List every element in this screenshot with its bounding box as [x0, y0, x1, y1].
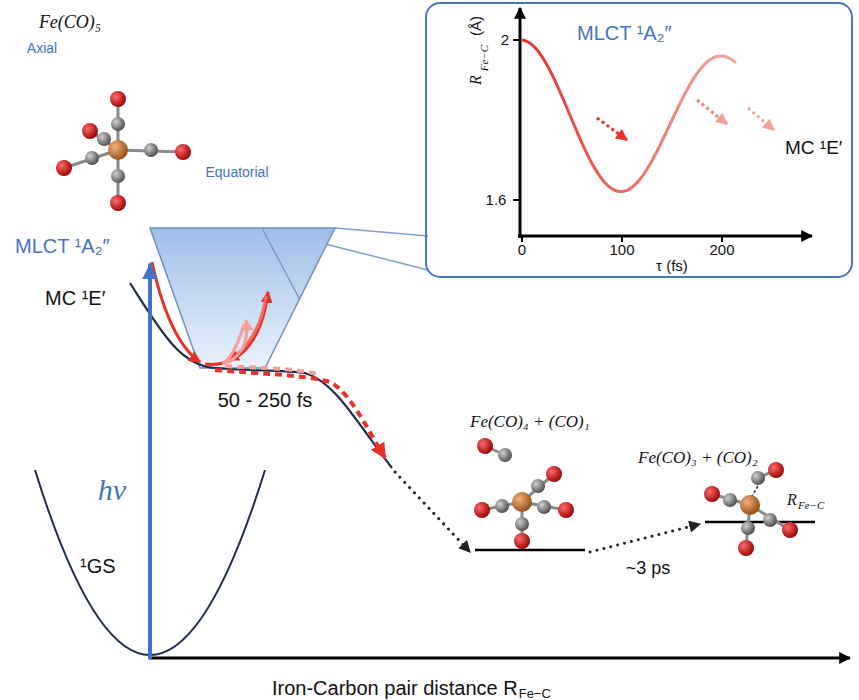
state-label: Fe(CO)₃ + (CO)₂ [638, 448, 758, 468]
axis-unit: (Å) [467, 16, 484, 36]
carbon-atom [498, 448, 512, 462]
iron-atom [512, 492, 532, 512]
carbon-atom [751, 471, 765, 485]
transition-label: ~3 ps [624, 558, 673, 579]
dissociation-path [215, 370, 385, 458]
transition-arrow [590, 524, 700, 552]
axis-direction-label: Axial [27, 40, 57, 56]
oxygen-atom [738, 540, 754, 556]
trajectory [205, 292, 268, 364]
oxygen-atom [110, 195, 126, 211]
carbon-atom [111, 117, 125, 131]
carbon-atom [144, 143, 158, 157]
distance-axis [150, 657, 850, 660]
inset-y-axis [519, 8, 522, 238]
iron-atom [740, 495, 760, 515]
state-label: MC ¹E′ [785, 137, 842, 159]
zoom-line [335, 228, 428, 236]
mc-state: MC ¹E′ [40, 285, 395, 472]
product-level: Fe(CO)₃ + (CO)₂ [700, 448, 820, 524]
carbon-atom [515, 517, 529, 531]
carbon-atom [111, 169, 125, 183]
mlct-state: MLCT ¹A₂″ [150, 265, 335, 370]
tick-label: 100 [609, 241, 634, 258]
iron-atom [108, 140, 128, 160]
carbon-atom [97, 132, 111, 146]
tick-marks [513, 40, 722, 242]
carbon-atom [763, 513, 777, 527]
inset-panel: MLCT ¹A₂″ MC ¹E′ [425, 2, 853, 278]
distance-subscript: Fe−C [798, 499, 824, 512]
state-label: Fe(CO)₄ + (CO)₁ [470, 412, 590, 432]
oxygen-atom [110, 91, 126, 107]
transition-label: hν [96, 473, 128, 508]
carbon-atom [531, 479, 545, 493]
axis-subscript: Fe−C [519, 687, 551, 700]
crossing-arrow [597, 118, 627, 140]
axis-title: R [467, 75, 485, 85]
axis-title: τ (fs) [656, 257, 688, 274]
state-label: MLCT ¹A₂″ [15, 235, 109, 258]
distance-symbol: R [787, 491, 797, 509]
state-label: ¹GS [80, 555, 116, 578]
trajectory [152, 262, 200, 362]
oxygen-atom [514, 533, 530, 549]
oxygen-atom [558, 502, 574, 518]
oxygen-atom [477, 438, 493, 454]
trajectory [225, 324, 244, 362]
oxygen-atom [56, 160, 72, 176]
state-label: MLCT ¹A₂″ [577, 22, 671, 45]
time-label: 50 - 250 fs [218, 389, 313, 412]
oxygen-atom [768, 462, 784, 478]
tick-label: 200 [709, 241, 734, 258]
tick-label: 0 [518, 241, 526, 258]
trajectory [222, 320, 247, 364]
crossing-arrow [748, 108, 774, 130]
axis-subscript: Fe−C [478, 45, 491, 71]
tick-label: 1.6 [486, 191, 507, 208]
oxygen-atom [546, 466, 562, 482]
crossing-arrow [697, 100, 727, 124]
carbon-atom [741, 521, 755, 535]
ground-state-well: ¹GS [35, 470, 265, 658]
axis-direction-label: Equatorial [205, 164, 268, 180]
carbon-atom [495, 499, 509, 513]
mc-curve [130, 283, 392, 468]
mlct-well [150, 228, 335, 368]
oxygen-atom [175, 144, 191, 160]
molecules [56, 91, 798, 556]
inset-x-axis [518, 235, 812, 238]
energy-level [475, 549, 585, 552]
oxygen-atom [474, 502, 490, 518]
carbon-atom [85, 151, 99, 165]
oxygen-atom [704, 486, 720, 502]
transition-arrow [148, 265, 152, 658]
mlct-well-edge [262, 228, 300, 300]
oxygen-atom [782, 522, 798, 538]
distance-marker [752, 486, 758, 496]
energy-level [705, 521, 815, 524]
oscillation-curve [522, 40, 736, 192]
product-level: Fe(CO)₄ + (CO)₁ [470, 412, 590, 552]
axis-title: Iron-Carbon pair distance R [272, 677, 518, 700]
carbon-atom [537, 500, 551, 514]
molecule-formula: Fe(CO)₅ [39, 12, 101, 33]
state-label: MC ¹E′ [45, 287, 105, 310]
transition-arrow [395, 472, 470, 552]
dissociation-path [225, 366, 318, 374]
carbon-atom [723, 493, 737, 507]
tick-label: 2 [501, 31, 509, 48]
oxygen-atom [82, 123, 98, 139]
